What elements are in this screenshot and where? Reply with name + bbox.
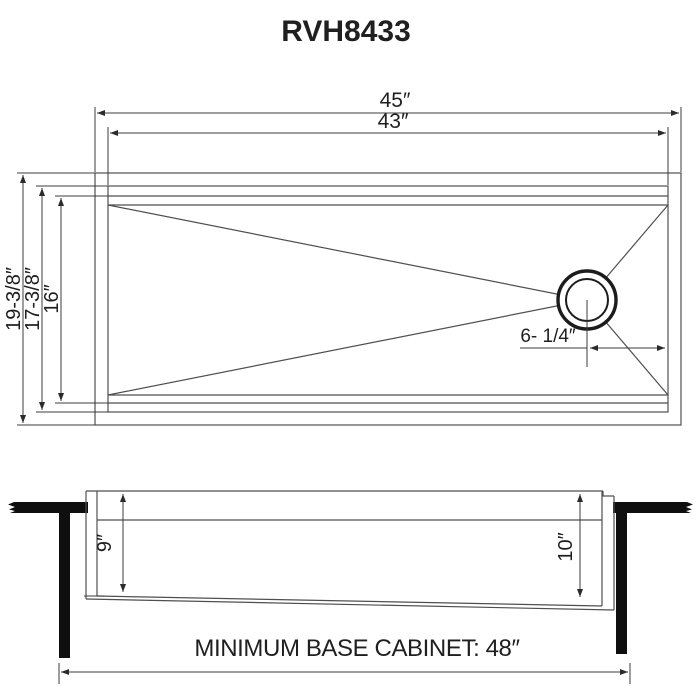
dim-label-left-depth: 9″ [94,534,116,552]
sink-rim-rect [107,185,669,413]
countertop-right [613,502,693,513]
dim-label-overall-width: 45″ [380,89,411,112]
section-bottom-outer [85,598,615,611]
dim-label-inner-depth: 17-3/8″ [22,267,44,331]
dim-label-right-depth: 10″ [555,532,577,561]
section-view: 9″ 10″ MINIMUM BASE CABINET: 48″ [8,490,693,684]
sink-outer-rect [94,172,682,426]
dim-label-overall-depth: 19-3/8″ [3,267,25,331]
dim-label-drain-offset: 6- 1/4″ [520,326,576,347]
dim-label-inner-width: 43″ [378,110,409,133]
section-rim-step-right [602,491,614,497]
cabinet-wall-left [59,513,70,658]
page-title: RVH8433 [281,15,411,48]
cabinet-wall-right [616,513,627,654]
section-bottom-inner [96,595,603,607]
bowl-diagonal-bottom-left [107,299,588,396]
bowl-diagonal-top-left [107,204,588,301]
countertop-left [8,502,88,513]
dim-label-bowl-depth: 16″ [41,284,63,313]
base-cabinet-note: MINIMUM BASE CABINET: 48″ [194,635,520,662]
top-view: 45″ 43″ 19-3/8″ 17-3/8″ 16″ 6- 1/4″ [3,89,682,426]
